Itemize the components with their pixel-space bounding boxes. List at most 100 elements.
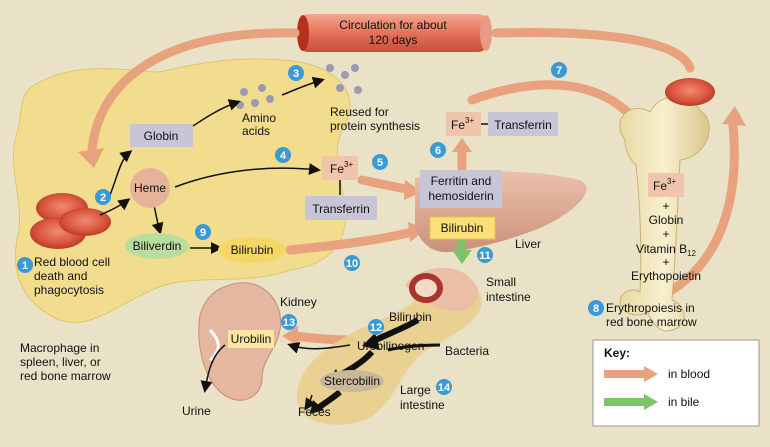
bilirubin-label-macrophage: Bilirubin	[231, 243, 274, 257]
bilirubin-label-liver: Bilirubin	[441, 221, 484, 235]
globin-box	[130, 124, 193, 147]
svg-text:4: 4	[280, 150, 287, 162]
svg-text:12: 12	[370, 322, 382, 334]
svg-text:13: 13	[283, 317, 295, 329]
key-blood-label: in blood	[668, 367, 710, 381]
macrophage-caption-line3: red bone marrow	[20, 369, 111, 383]
plus-1: +	[662, 199, 669, 213]
arrowhead	[408, 222, 426, 242]
marrow-epo-label: Erythopoietin	[631, 269, 701, 283]
macrophage-caption-line1: Macrophage in	[20, 341, 99, 355]
step-10: 10	[344, 255, 360, 271]
transferrin-label-macrophage: Transferrin	[312, 202, 370, 216]
svg-text:1: 1	[22, 260, 28, 272]
arrow-heme-to-biliverdin	[151, 204, 164, 235]
ferritin-label-line2: hemosiderin	[428, 189, 493, 203]
plus-2: +	[662, 227, 669, 241]
step-6: 6	[430, 142, 446, 158]
bacteria-label: Bacteria	[445, 344, 489, 358]
step-9: 9	[195, 224, 211, 240]
fe-label-liver: Fe3+	[451, 116, 474, 132]
blood-arrow-marrow-to-circulation	[491, 28, 695, 73]
arrowhead	[78, 148, 104, 168]
svg-text:2: 2	[100, 192, 106, 204]
ferritin-box	[420, 170, 502, 208]
step-3: 3	[288, 65, 304, 81]
fe-label-macrophage: Fe3+	[330, 160, 353, 176]
red-blood-cell-new	[665, 78, 715, 106]
macrophage-caption-line2: spleen, liver, or	[20, 355, 101, 369]
blood-arrow-bilirubin-to-liver	[285, 227, 417, 255]
stercobilin-node	[320, 370, 384, 392]
step-2: 2	[95, 189, 111, 205]
legend-key: Key: in blood in bile	[592, 339, 760, 427]
arrow-to-heme	[99, 198, 131, 216]
biliverdin-node	[125, 233, 189, 259]
arrow-to-urine	[200, 344, 226, 393]
arrowhead	[282, 326, 298, 346]
fe-box-marrow	[648, 173, 684, 197]
urobilin-box	[228, 330, 274, 348]
svg-text:11: 11	[479, 250, 491, 262]
reused-label-line2: protein synthesis	[330, 119, 420, 133]
step-11: 11	[477, 247, 493, 263]
step1-label-line3: phagocytosis	[34, 283, 104, 297]
marrow-globin-label: Globin	[649, 213, 684, 227]
arrow-globin-to-amino	[189, 99, 241, 129]
step-8: 8	[588, 300, 604, 316]
arrowhead	[404, 180, 422, 200]
bilirubin-node-macrophage	[218, 237, 286, 263]
large-intestine-label-line2: intestine	[400, 398, 445, 412]
key-title: Key:	[604, 346, 630, 360]
marrow-vitamin-label: Vitamin B12	[636, 242, 697, 258]
blood-arrow-marrow-to-rbc	[667, 120, 739, 295]
fe-label-marrow: Fe3+	[653, 177, 676, 193]
svg-text:8: 8	[593, 303, 599, 315]
key-blood-arrow	[644, 366, 658, 382]
fe-box-liver	[446, 112, 481, 136]
ferritin-label-line1: Ferritin and	[431, 174, 492, 188]
erythropoiesis-label-line2: red bone marrow	[606, 315, 697, 329]
svg-text:14: 14	[438, 382, 451, 394]
step-12: 12	[368, 319, 384, 335]
red-blood-cells-macrophage	[30, 193, 111, 249]
circulation-label-line1: Circulation for about	[339, 18, 447, 32]
arrow-urobilinogen-kidney	[287, 342, 351, 354]
amino-label-line1: Amino	[242, 111, 276, 125]
blood-vessel: Circulation for about 120 days	[297, 14, 492, 52]
heme-label: Heme	[134, 181, 166, 195]
amino-acid-dots	[236, 64, 362, 109]
urine-label: Urine	[182, 404, 211, 418]
step1-label-line1: Red blood cell	[34, 255, 110, 269]
arrow-heme-to-fe	[174, 163, 321, 188]
transferrin-label-top: Transferrin	[494, 118, 552, 132]
bilirubin-box-liver	[429, 216, 496, 240]
svg-text:10: 10	[346, 258, 358, 270]
small-intestine-label-line1: Small	[486, 275, 516, 289]
svg-text:9: 9	[200, 227, 206, 239]
blood-arrow-circulation-to-macrophage	[87, 28, 300, 155]
circulation-label-line2: 120 days	[369, 33, 418, 47]
blood-arrow-fe-to-ferritin	[357, 175, 415, 195]
key-bile-label: in bile	[668, 395, 700, 409]
amino-label-line2: acids	[242, 124, 270, 138]
small-intestine-label-line2: intestine	[486, 290, 531, 304]
step-5: 5	[372, 154, 388, 170]
plus-3: +	[662, 255, 669, 269]
step-7: 7	[551, 62, 567, 78]
step-4: 4	[275, 147, 291, 163]
transferrin-box-macrophage	[305, 196, 377, 220]
step-14: 14	[436, 379, 452, 395]
bilirubin-label-intestine: Bilirubin	[389, 310, 432, 324]
globin-label: Globin	[144, 129, 179, 143]
arrow-amino-reused	[281, 76, 325, 96]
blood-arrow-transferrin-to-marrow	[467, 80, 640, 125]
arrow-to-globin	[109, 150, 133, 196]
fe-box-macrophage	[322, 156, 358, 180]
step-13: 13	[281, 314, 297, 330]
arrowhead	[722, 106, 746, 126]
step1-label-line2: death and	[34, 269, 87, 283]
step-markers: 1 2 3 4 5 6 7 8 9 10 11 12 13 14	[17, 62, 604, 395]
